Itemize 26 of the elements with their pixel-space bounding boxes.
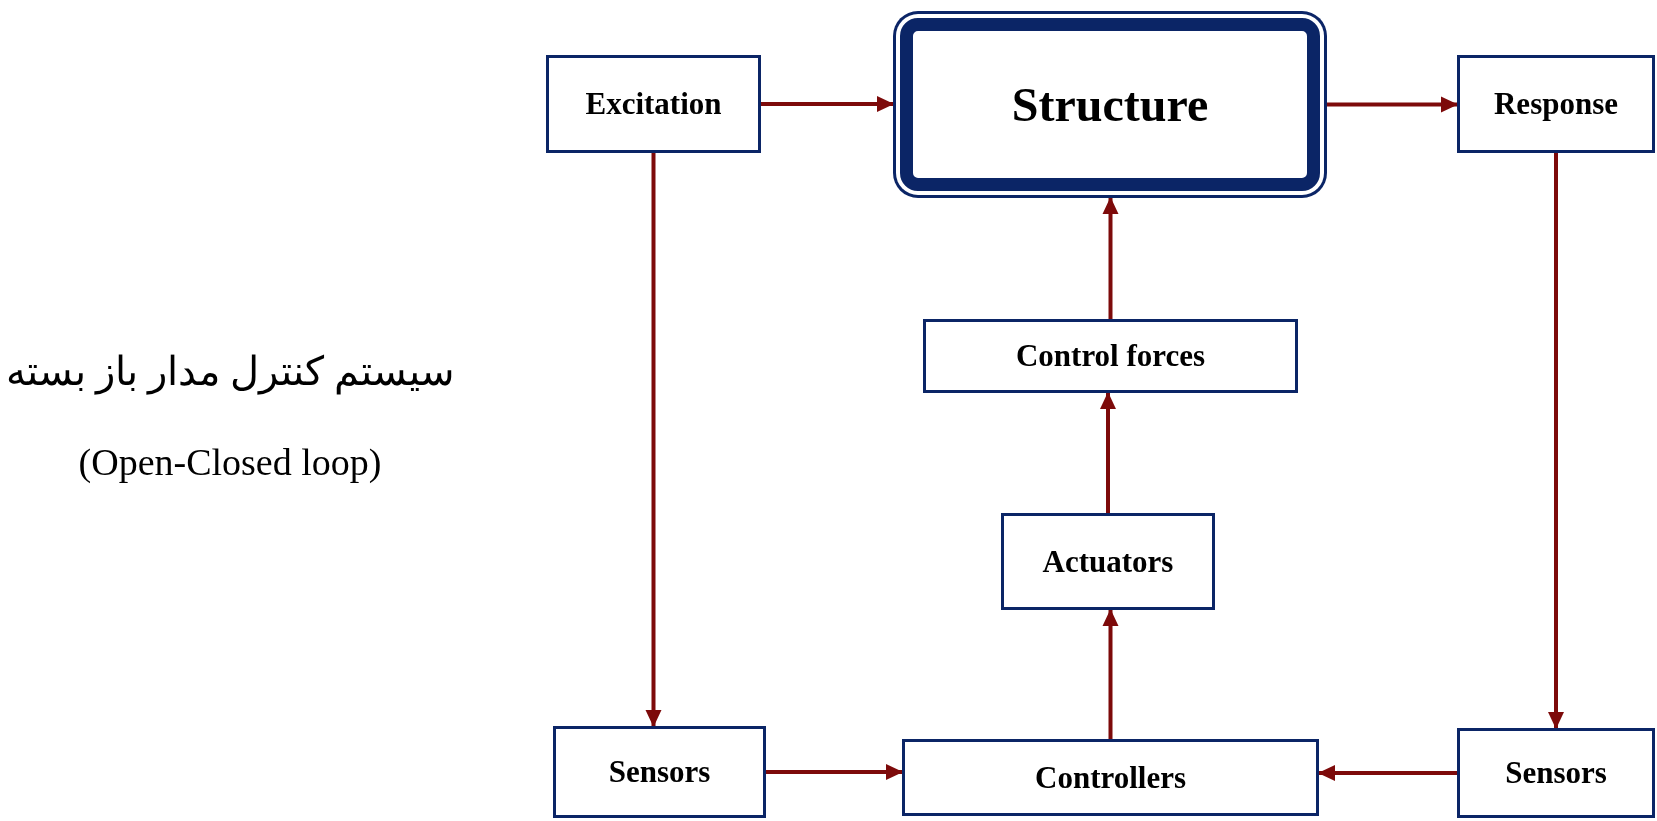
node-label: Sensors	[1505, 755, 1607, 791]
process-box	[546, 55, 761, 153]
process-box	[1457, 55, 1655, 153]
node-label: Sensors	[608, 754, 711, 790]
arrow	[1100, 392, 1116, 513]
heading-text: سیستم کنترل مدار باز بسته	[5, 348, 455, 395]
node-label: Excitation	[585, 86, 722, 122]
process-box	[553, 726, 766, 818]
arrow	[1548, 153, 1564, 729]
process-box	[902, 739, 1319, 816]
process-box	[1001, 513, 1215, 610]
arrow	[645, 153, 662, 727]
node-label: Response	[1494, 86, 1618, 122]
node-label: Actuators	[1042, 543, 1174, 580]
node-label: Control forces	[1015, 338, 1206, 374]
arrow	[1102, 197, 1119, 319]
node-label: Structure	[1011, 77, 1209, 132]
subheading-text: (Open-Closed loop)	[78, 440, 382, 484]
arrow	[1102, 609, 1119, 739]
arrow	[766, 764, 903, 780]
process-box	[923, 319, 1298, 393]
node-label: Controllers	[1035, 759, 1186, 796]
process-box	[1457, 728, 1655, 818]
arrow	[1318, 765, 1457, 781]
arrow	[761, 96, 894, 112]
arrow	[1327, 96, 1458, 113]
